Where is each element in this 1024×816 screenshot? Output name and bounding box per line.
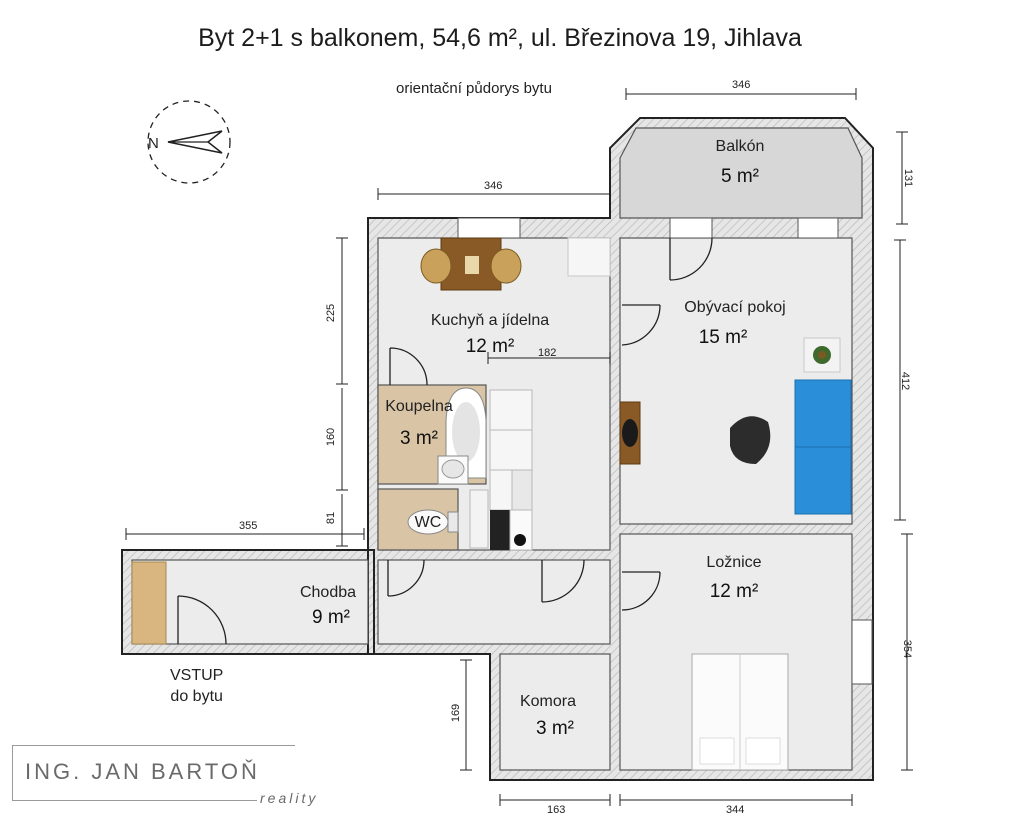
- hallway-floor-left: [131, 559, 369, 645]
- logo-name: ING. JAN BARTOŇ: [25, 759, 260, 784]
- dining-table-icon: [420, 237, 522, 291]
- kitchen-cabinet: [567, 237, 611, 277]
- dim-bedroom-bottom: 344: [726, 804, 745, 816]
- entry-line-2: do bytu: [170, 688, 223, 705]
- room-living-area: 15 m²: [698, 327, 748, 348]
- fridge-icon: [469, 489, 489, 549]
- room-bedroom-name: Ložnice: [706, 554, 762, 571]
- room-hallway-area: 9 m²: [312, 607, 350, 628]
- room-hallway-name: Chodba: [299, 584, 357, 601]
- storage-floor: [499, 653, 611, 771]
- entry-line-1: VSTUP: [170, 667, 224, 684]
- wardrobe-icon: [131, 561, 167, 645]
- room-balcony-area: 5 m²: [721, 166, 759, 187]
- plan-subtitle: orientační půdorys bytu: [396, 80, 552, 97]
- dim-bedroom-right: 354: [901, 639, 914, 659]
- room-kitchen-area: 12 m²: [465, 336, 515, 357]
- toilet-icon: [407, 509, 459, 535]
- coffee-table-icon: [730, 416, 771, 464]
- hallway-floor-right: [377, 559, 611, 645]
- dimension-lines: [125, 88, 913, 806]
- plant-icon: [803, 337, 841, 373]
- room-kitchen-name: Kuchyň a jídelna: [430, 312, 550, 329]
- room-bathroom-area: 3 m²: [400, 428, 438, 449]
- compass-north-arrow-icon: N: [147, 100, 231, 184]
- dim-top-balcony: 346: [732, 79, 751, 91]
- oven-icon: [509, 509, 533, 551]
- dim-storage-left: 169: [450, 703, 463, 723]
- tv-cabinet-icon: [619, 401, 641, 465]
- room-bedroom-area: 12 m²: [709, 581, 759, 602]
- room-storage-name: Komora: [519, 693, 577, 710]
- company-logo: ING. JAN BARTOŇ reality: [12, 745, 322, 806]
- plan-title: Byt 2+1 s balkonem, 54,6 m², ul. Březino…: [198, 24, 802, 52]
- kitchen-counter: [489, 389, 533, 511]
- entry-label: VSTUP do bytu: [170, 665, 223, 707]
- compass-letter: N: [148, 135, 159, 152]
- logo-tagline: reality: [257, 790, 322, 806]
- sink-icon: [437, 455, 469, 485]
- dim-living-right: 412: [899, 371, 912, 391]
- bed-icon: [691, 653, 789, 771]
- stove-icon: [490, 510, 510, 550]
- room-balcony-name: Balkón: [715, 138, 765, 155]
- dim-kitchen-left: 225: [325, 303, 338, 323]
- dim-top-kitchen: 346: [484, 180, 503, 192]
- room-wc-name: WC: [414, 514, 442, 531]
- room-bathroom-name: Koupelna: [385, 398, 453, 415]
- room-storage-area: 3 m²: [536, 718, 574, 739]
- doors: [177, 237, 713, 645]
- dim-hall-width: 355: [239, 520, 258, 532]
- room-living-name: Obývací pokoj: [684, 299, 786, 316]
- balcony-floor: [619, 127, 863, 219]
- dim-storage-bottom: 163: [547, 804, 566, 816]
- dim-wc-left: 81: [325, 511, 338, 525]
- dim-bath-left: 160: [325, 427, 338, 447]
- dim-kitchen-inner: 182: [538, 347, 557, 359]
- windows: [457, 217, 873, 685]
- dim-balcony-depth: 131: [902, 168, 915, 188]
